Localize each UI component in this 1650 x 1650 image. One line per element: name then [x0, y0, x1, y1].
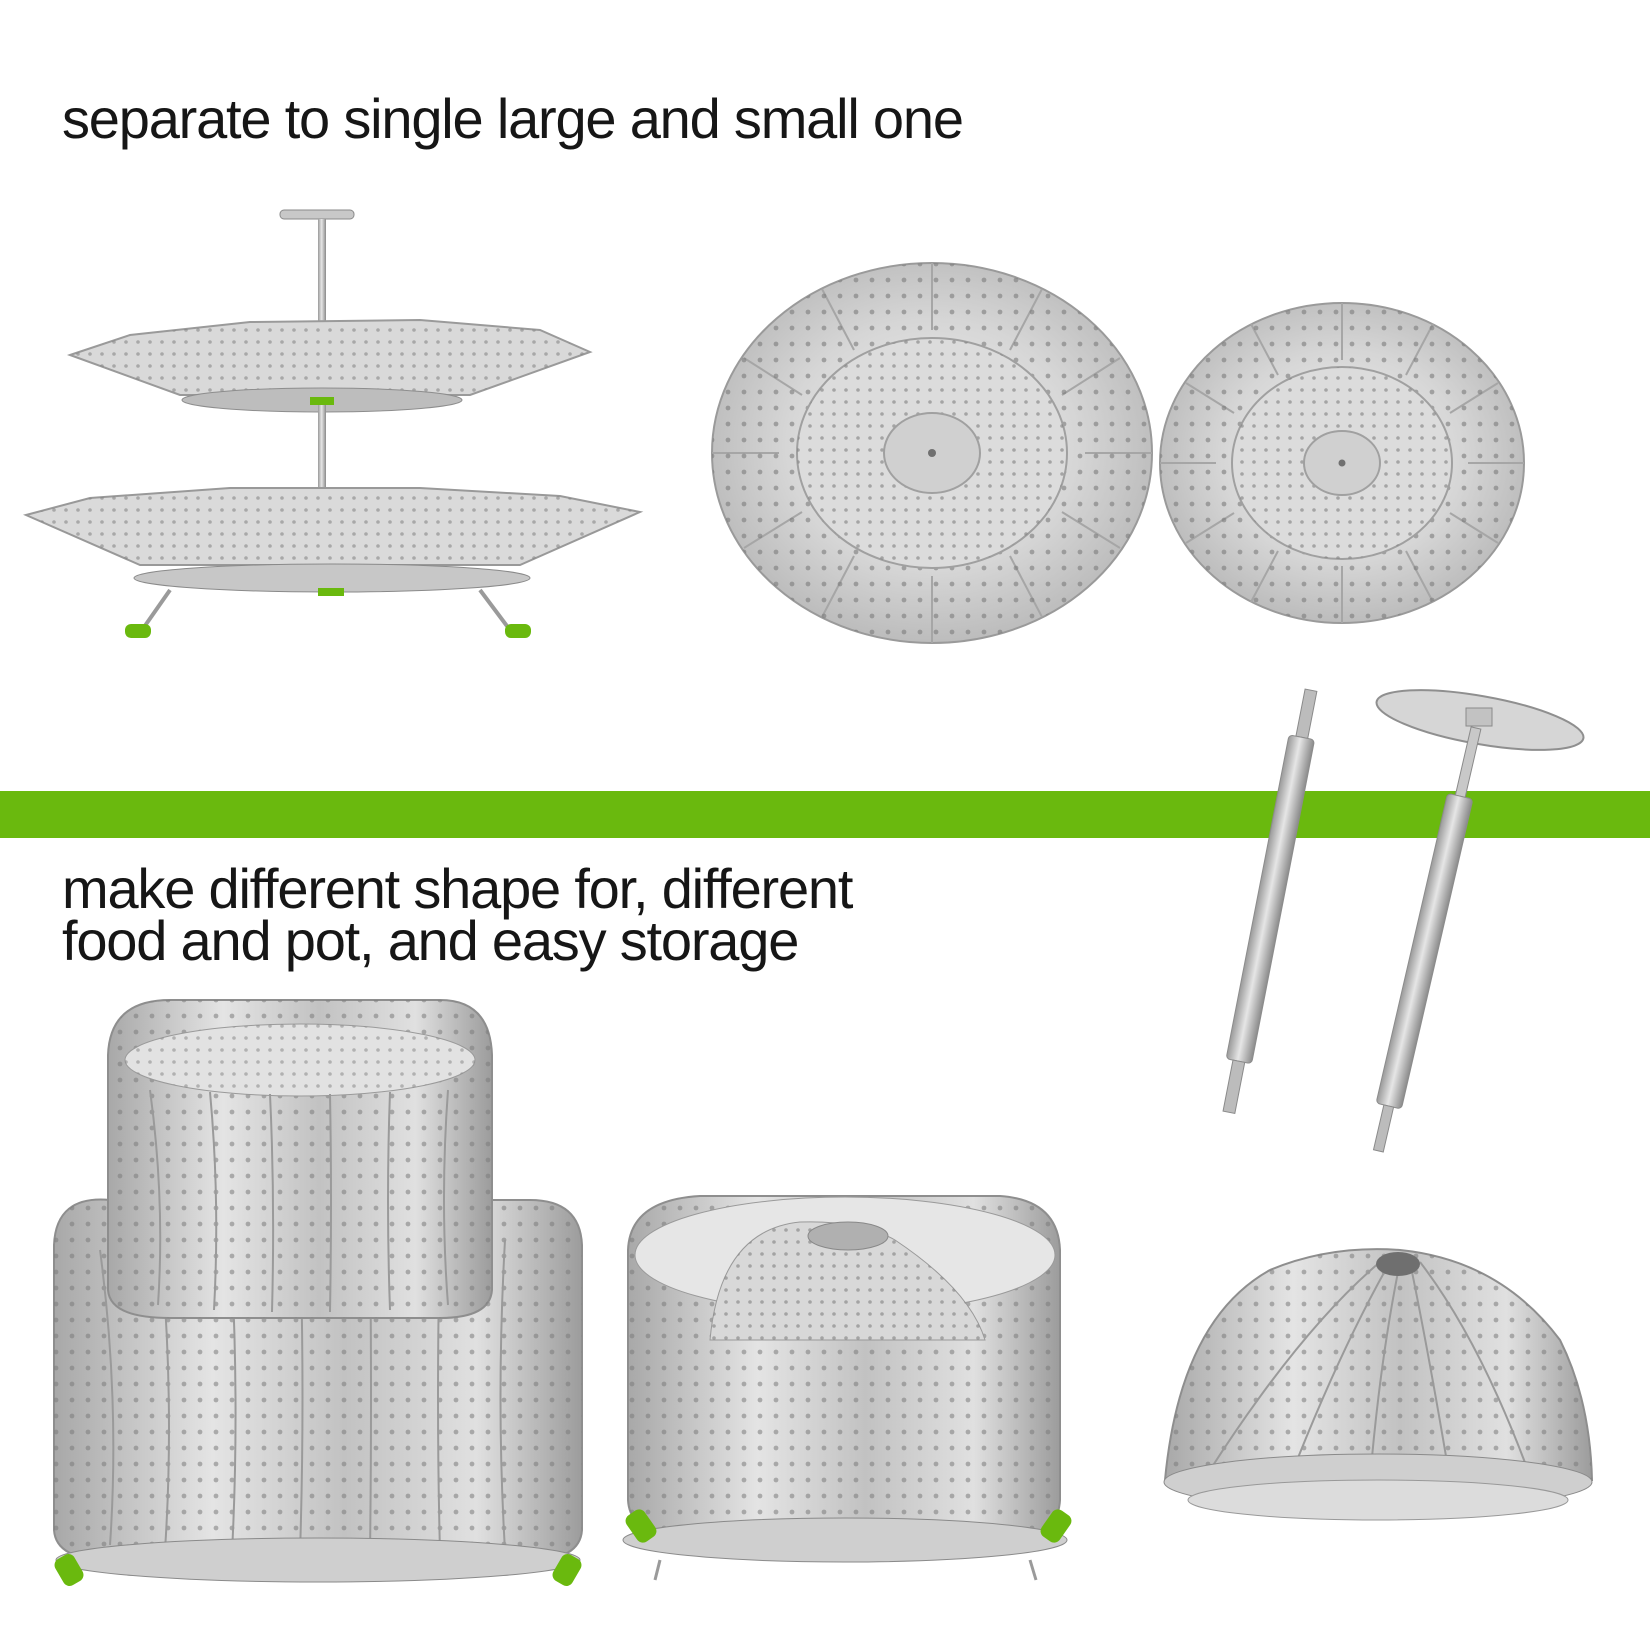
green-divider-band	[0, 791, 1650, 838]
caption-top: separate to single large and small one	[62, 87, 964, 150]
small-flat-disc	[1159, 302, 1525, 624]
caption-bottom-line-1: make different shape for, different	[62, 857, 853, 920]
large-flat-disc	[711, 262, 1153, 644]
handle-rod-with-plate	[1372, 689, 1585, 1153]
basket-with-dome	[622, 1195, 1072, 1581]
threaded-center-rod	[1222, 688, 1318, 1115]
caption-bottom-line-2: food and pot, and easy storage	[62, 909, 799, 972]
stacked-baskets	[53, 999, 583, 1586]
two-tier-steamer	[22, 209, 644, 638]
dome-steamer	[1163, 1248, 1594, 1521]
